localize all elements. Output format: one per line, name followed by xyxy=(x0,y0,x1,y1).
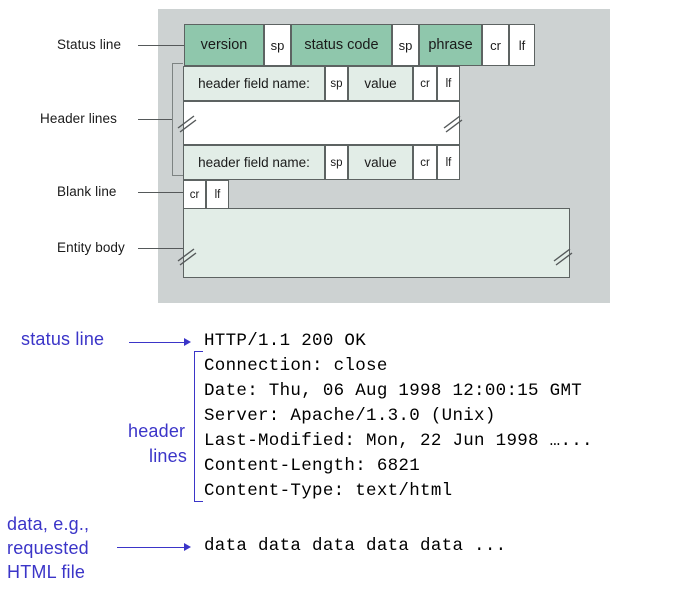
http-response-message-diagram: Status line version sp status code sp ph… xyxy=(40,9,610,303)
annotation-data-1: data, e.g., xyxy=(7,514,90,534)
header2-cell-field-name: header field name: xyxy=(183,145,325,180)
annotation-header-lines-2: lines xyxy=(149,446,188,466)
header-lines-continuation-band xyxy=(183,101,460,145)
response-header-line-4: Content-Length: 6821 xyxy=(204,456,421,476)
label-blank-line: Blank line xyxy=(57,184,117,199)
entity-break-mark-left-icon xyxy=(177,248,197,266)
status-cell-sp-2: sp xyxy=(392,24,419,66)
leader-entity-body xyxy=(138,248,184,249)
header2-cell-value: value xyxy=(348,145,413,180)
header2-cell-lf: lf xyxy=(437,145,460,180)
break-mark-right-icon xyxy=(443,115,463,133)
header1-cell-cr: cr xyxy=(413,66,437,101)
annotation-status-line: status line xyxy=(21,329,105,349)
response-header-line-1: Date: Thu, 06 Aug 1998 12:00:15 GMT xyxy=(204,381,583,401)
header2-cell-cr: cr xyxy=(413,145,437,180)
http-response-example: status line header lines data, e.g., req… xyxy=(0,312,677,601)
header2-cell-sp: sp xyxy=(325,145,348,180)
break-mark-left-icon xyxy=(177,115,197,133)
leader-status-line xyxy=(138,45,184,46)
label-status-line: Status line xyxy=(57,37,122,52)
bracket-example-header-lines xyxy=(194,351,203,502)
status-cell-sp-1: sp xyxy=(264,24,291,66)
header1-cell-sp: sp xyxy=(325,66,348,101)
entity-break-mark-right-icon xyxy=(553,248,573,266)
annotation-data-3: HTML file xyxy=(7,562,86,582)
label-header-lines: Header lines xyxy=(40,111,117,126)
response-body-text: data data data data data ... xyxy=(204,536,507,556)
response-header-line-2: Server: Apache/1.3.0 (Unix) xyxy=(204,406,496,426)
status-cell-status-code: status code xyxy=(291,24,392,66)
header1-cell-lf: lf xyxy=(437,66,460,101)
annotation-header-lines-1: header xyxy=(128,421,186,441)
response-header-line-5: Content-Type: text/html xyxy=(204,481,453,501)
arrow-head-data-icon xyxy=(184,542,191,551)
entity-body-box xyxy=(183,208,570,278)
status-cell-version: version xyxy=(184,24,264,66)
blank-cell-lf: lf xyxy=(206,180,229,209)
arrow-status-line xyxy=(129,342,185,343)
status-cell-lf: lf xyxy=(509,24,535,66)
bracket-header-lines xyxy=(172,63,183,176)
label-entity-body: Entity body xyxy=(57,240,125,255)
header1-cell-field-name: header field name: xyxy=(183,66,325,101)
header1-cell-value: value xyxy=(348,66,413,101)
response-header-line-0: Connection: close xyxy=(204,356,388,376)
status-cell-cr: cr xyxy=(482,24,509,66)
response-status-line-text: HTTP/1.1 200 OK xyxy=(204,331,367,351)
arrow-head-status-line-icon xyxy=(184,337,191,346)
leader-blank-line xyxy=(138,192,183,193)
response-header-line-3: Last-Modified: Mon, 22 Jun 1998 …... xyxy=(204,431,593,451)
arrow-data xyxy=(117,547,185,548)
blank-cell-cr: cr xyxy=(183,180,206,209)
status-cell-phrase: phrase xyxy=(419,24,482,66)
leader-header-lines xyxy=(138,119,172,120)
annotation-data-2: requested xyxy=(7,538,89,558)
